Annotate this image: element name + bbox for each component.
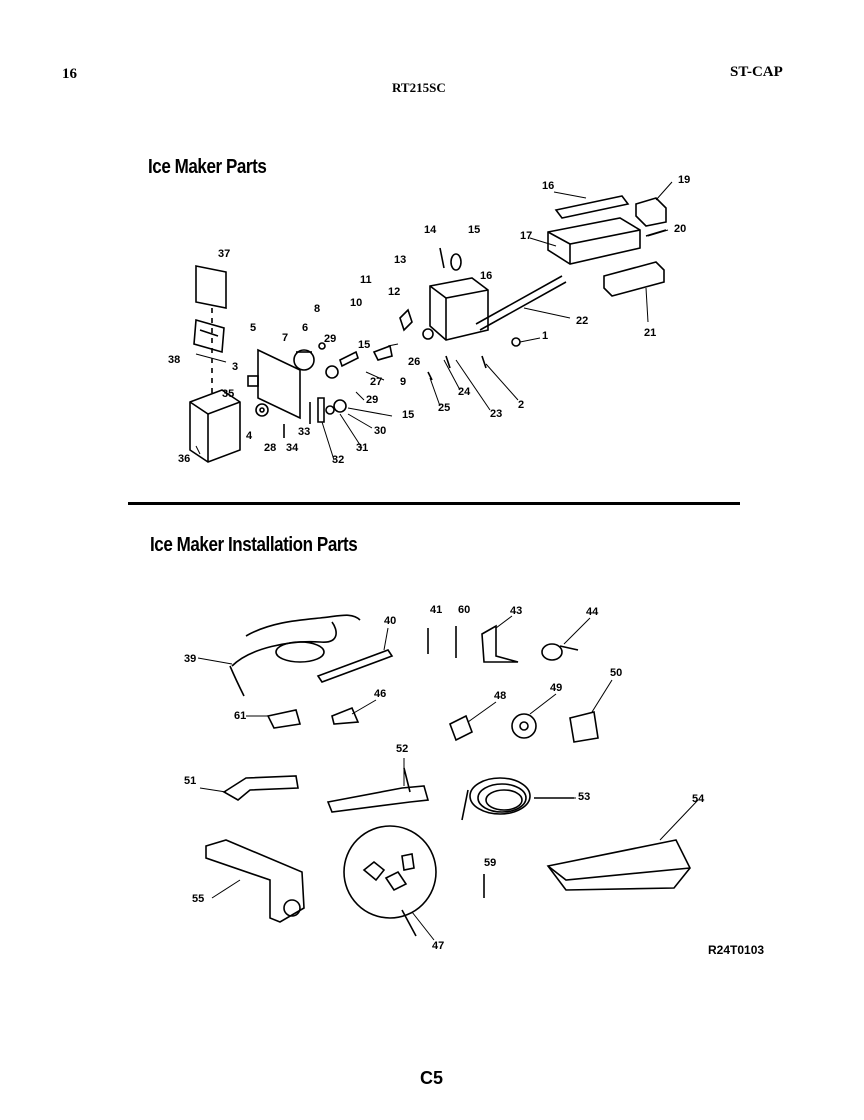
part-label: 61 (234, 710, 247, 722)
part-label: 1 (542, 330, 549, 342)
part-label: 35 (222, 388, 235, 400)
part-label: 16 (542, 180, 555, 192)
part-label: 52 (396, 743, 409, 755)
part-label: 36 (178, 453, 191, 465)
part-label: 15 (468, 224, 481, 236)
part-label: 25 (438, 402, 451, 414)
part-label: 54 (692, 793, 705, 805)
part-label: 11 (360, 274, 372, 286)
part-label: 32 (332, 454, 345, 466)
part-label: 12 (388, 286, 401, 298)
model-number: RT215SC (392, 80, 446, 95)
part-label: 51 (184, 775, 197, 787)
part-label: 17 (520, 230, 533, 242)
part-label: 50 (610, 667, 623, 679)
part-label: 14 (424, 224, 437, 236)
part-label: 39 (184, 653, 197, 665)
part-label: 7 (282, 332, 289, 344)
section-divider (128, 502, 740, 505)
part-label: 34 (286, 442, 299, 454)
part-label: 2 (518, 399, 525, 411)
part-label: 13 (394, 254, 407, 266)
header-code: ST-CAP (730, 64, 783, 80)
page-number: 16 (62, 66, 77, 82)
part-label: 47 (432, 940, 445, 952)
drawing-code: R24T0103 (708, 943, 765, 957)
part-label: 19 (678, 174, 691, 186)
part-label: 15 (358, 339, 371, 351)
part-label: 8 (314, 303, 321, 315)
part-label: 41 (430, 604, 443, 616)
part-label: 38 (168, 354, 181, 366)
part-label: 28 (264, 442, 277, 454)
ice-maker-parts-title: Ice Maker Parts (148, 156, 267, 178)
part-label: 40 (384, 615, 397, 627)
part-label: 44 (586, 606, 599, 618)
part-label: 49 (550, 682, 563, 694)
part-label: 27 (370, 376, 383, 388)
part-label: 59 (484, 857, 497, 869)
part-label: 29 (366, 394, 379, 406)
page-code: C5 (420, 1068, 444, 1088)
part-label: 33 (298, 426, 311, 438)
part-label: 21 (644, 327, 657, 339)
part-label: 4 (246, 430, 253, 442)
part-label: 23 (490, 408, 503, 420)
part-label: 37 (218, 248, 231, 260)
part-label: 55 (192, 893, 205, 905)
part-label: 6 (302, 322, 309, 334)
installation-parts-title: Ice Maker Installation Parts (150, 534, 358, 556)
part-label: 48 (494, 690, 507, 702)
part-label: 26 (408, 356, 421, 368)
part-label: 30 (374, 425, 387, 437)
part-label: 16 (480, 270, 493, 282)
part-label: 5 (250, 322, 257, 334)
part-label: 43 (510, 605, 523, 617)
part-label: 10 (350, 297, 363, 309)
part-label: 53 (578, 791, 591, 803)
part-label: 60 (458, 604, 471, 616)
part-label: 20 (674, 223, 687, 235)
part-label: 24 (458, 386, 471, 398)
part-label: 9 (400, 376, 407, 388)
part-label: 31 (356, 442, 369, 454)
part-label: 3 (232, 361, 239, 373)
part-label: 15 (402, 409, 415, 421)
part-label: 22 (576, 315, 589, 327)
part-label: 29 (324, 333, 337, 345)
part-label: 46 (374, 688, 387, 700)
